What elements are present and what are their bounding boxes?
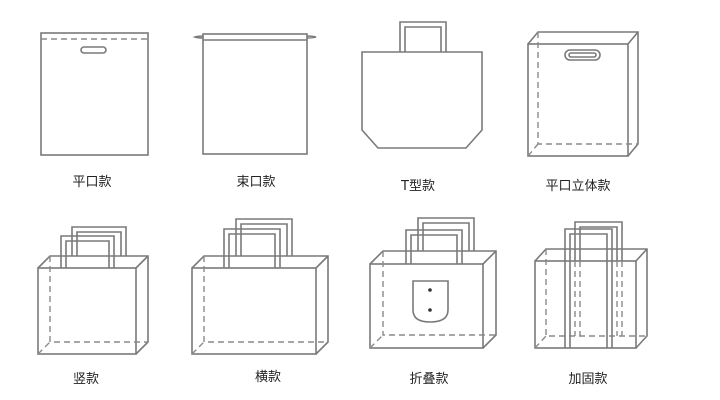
bag-folding — [369, 217, 497, 349]
bag-t-shape — [361, 21, 483, 149]
label-folding: 折叠款 — [409, 372, 449, 387]
label-reinforced: 加固款 — [568, 372, 608, 387]
bag-reinforced — [534, 221, 648, 349]
label-flat: 平口款 — [72, 175, 112, 190]
label-drawstring: 束口款 — [236, 175, 276, 190]
label-flat-3d: 平口立体款 — [545, 179, 611, 194]
label-horizontal: 横款 — [254, 370, 282, 385]
label-t-shape: T型款 — [401, 179, 435, 194]
bag-vertical — [37, 226, 149, 355]
bag-horizontal — [191, 218, 329, 355]
bag-flat — [40, 32, 149, 156]
label-vertical: 竖款 — [72, 372, 100, 387]
bag-drawstring — [192, 33, 317, 155]
bag-flat-3d — [527, 31, 639, 157]
